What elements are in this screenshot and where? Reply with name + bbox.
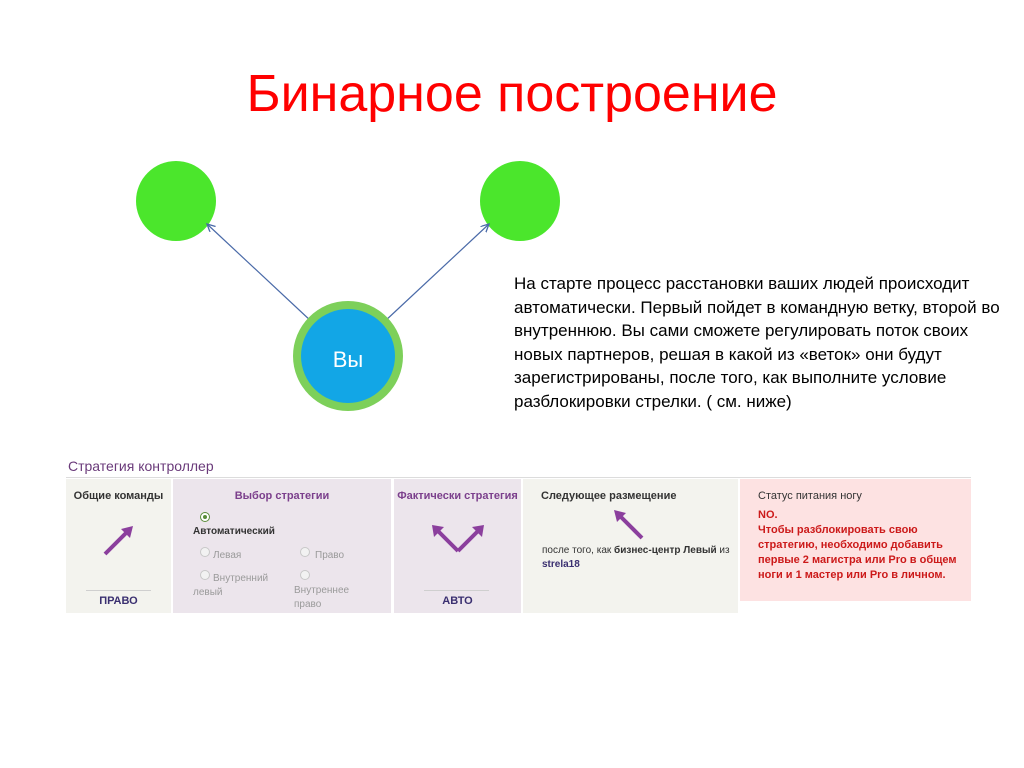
divider <box>86 590 151 591</box>
actual-strategy-column: Фактически стратегия АВТО <box>394 479 521 613</box>
right-branch-arrow <box>383 224 489 323</box>
common-commands-value: ПРАВО <box>99 595 138 607</box>
strategy-choice-column: Выбор стратегии Автоматический Левая Пра… <box>173 479 391 613</box>
common-commands-column: Общие команды ПРАВО <box>66 479 171 613</box>
radio-inner-left[interactable] <box>200 570 210 580</box>
split-arrows-icon <box>432 525 484 553</box>
power-status-column: Статус питания ногу NO. Чтобы разблокиро… <box>740 479 971 601</box>
next-placement-prefix: после того, как <box>542 545 615 556</box>
option-automatic-label: Автоматический <box>193 526 275 537</box>
actual-strategy-value: АВТО <box>442 595 473 607</box>
radio-right[interactable] <box>300 547 310 557</box>
up-right-arrow-icon <box>103 526 133 556</box>
option-left-label: Левая <box>213 550 242 561</box>
you-node-label: Вы <box>332 347 364 372</box>
common-commands-header: Общие команды <box>73 490 164 502</box>
strategy-controller-panel: Общие команды ПРАВО Выбор стратегии Авто… <box>66 477 971 613</box>
up-left-arrow-icon <box>614 510 644 540</box>
next-placement-column: Следующее размещение после того, как биз… <box>523 479 738 613</box>
left-partner-node <box>136 161 216 241</box>
radio-automatic[interactable] <box>200 512 210 522</box>
binary-tree-diagram <box>136 161 560 411</box>
actual-strategy-header: Фактически стратегия <box>397 490 518 502</box>
divider <box>424 590 489 591</box>
power-status-message: NO. Чтобы разблокировать свою стратегию,… <box>758 509 957 581</box>
option-right-label: Право <box>315 550 345 561</box>
next-placement-user-link[interactable]: strela18 <box>542 559 580 570</box>
description-text: На старте процесс расстановки ваших люде… <box>514 274 1000 411</box>
next-placement-center: бизнес-центр Левый <box>614 545 717 556</box>
strategy-choice-header: Выбор стратегии <box>234 490 330 502</box>
right-partner-node <box>480 161 560 241</box>
next-placement-text: после того, как бизнес-центр Левый из st… <box>542 544 732 572</box>
radio-inner-right[interactable] <box>300 570 310 580</box>
slide-title: Бинарное построение <box>246 65 778 123</box>
option-inner-left-label: Внутренний левый <box>193 573 269 598</box>
widget-title: Стратегия контроллер <box>68 458 214 474</box>
left-branch-arrow <box>207 224 313 323</box>
radio-left[interactable] <box>200 547 210 557</box>
next-placement-mid: из <box>716 545 730 556</box>
you-node <box>301 309 395 403</box>
power-status-header: Статус питания ногу <box>758 490 862 502</box>
next-placement-header: Следующее размещение <box>541 490 677 502</box>
option-inner-right-label: Внутреннее право <box>294 585 350 610</box>
